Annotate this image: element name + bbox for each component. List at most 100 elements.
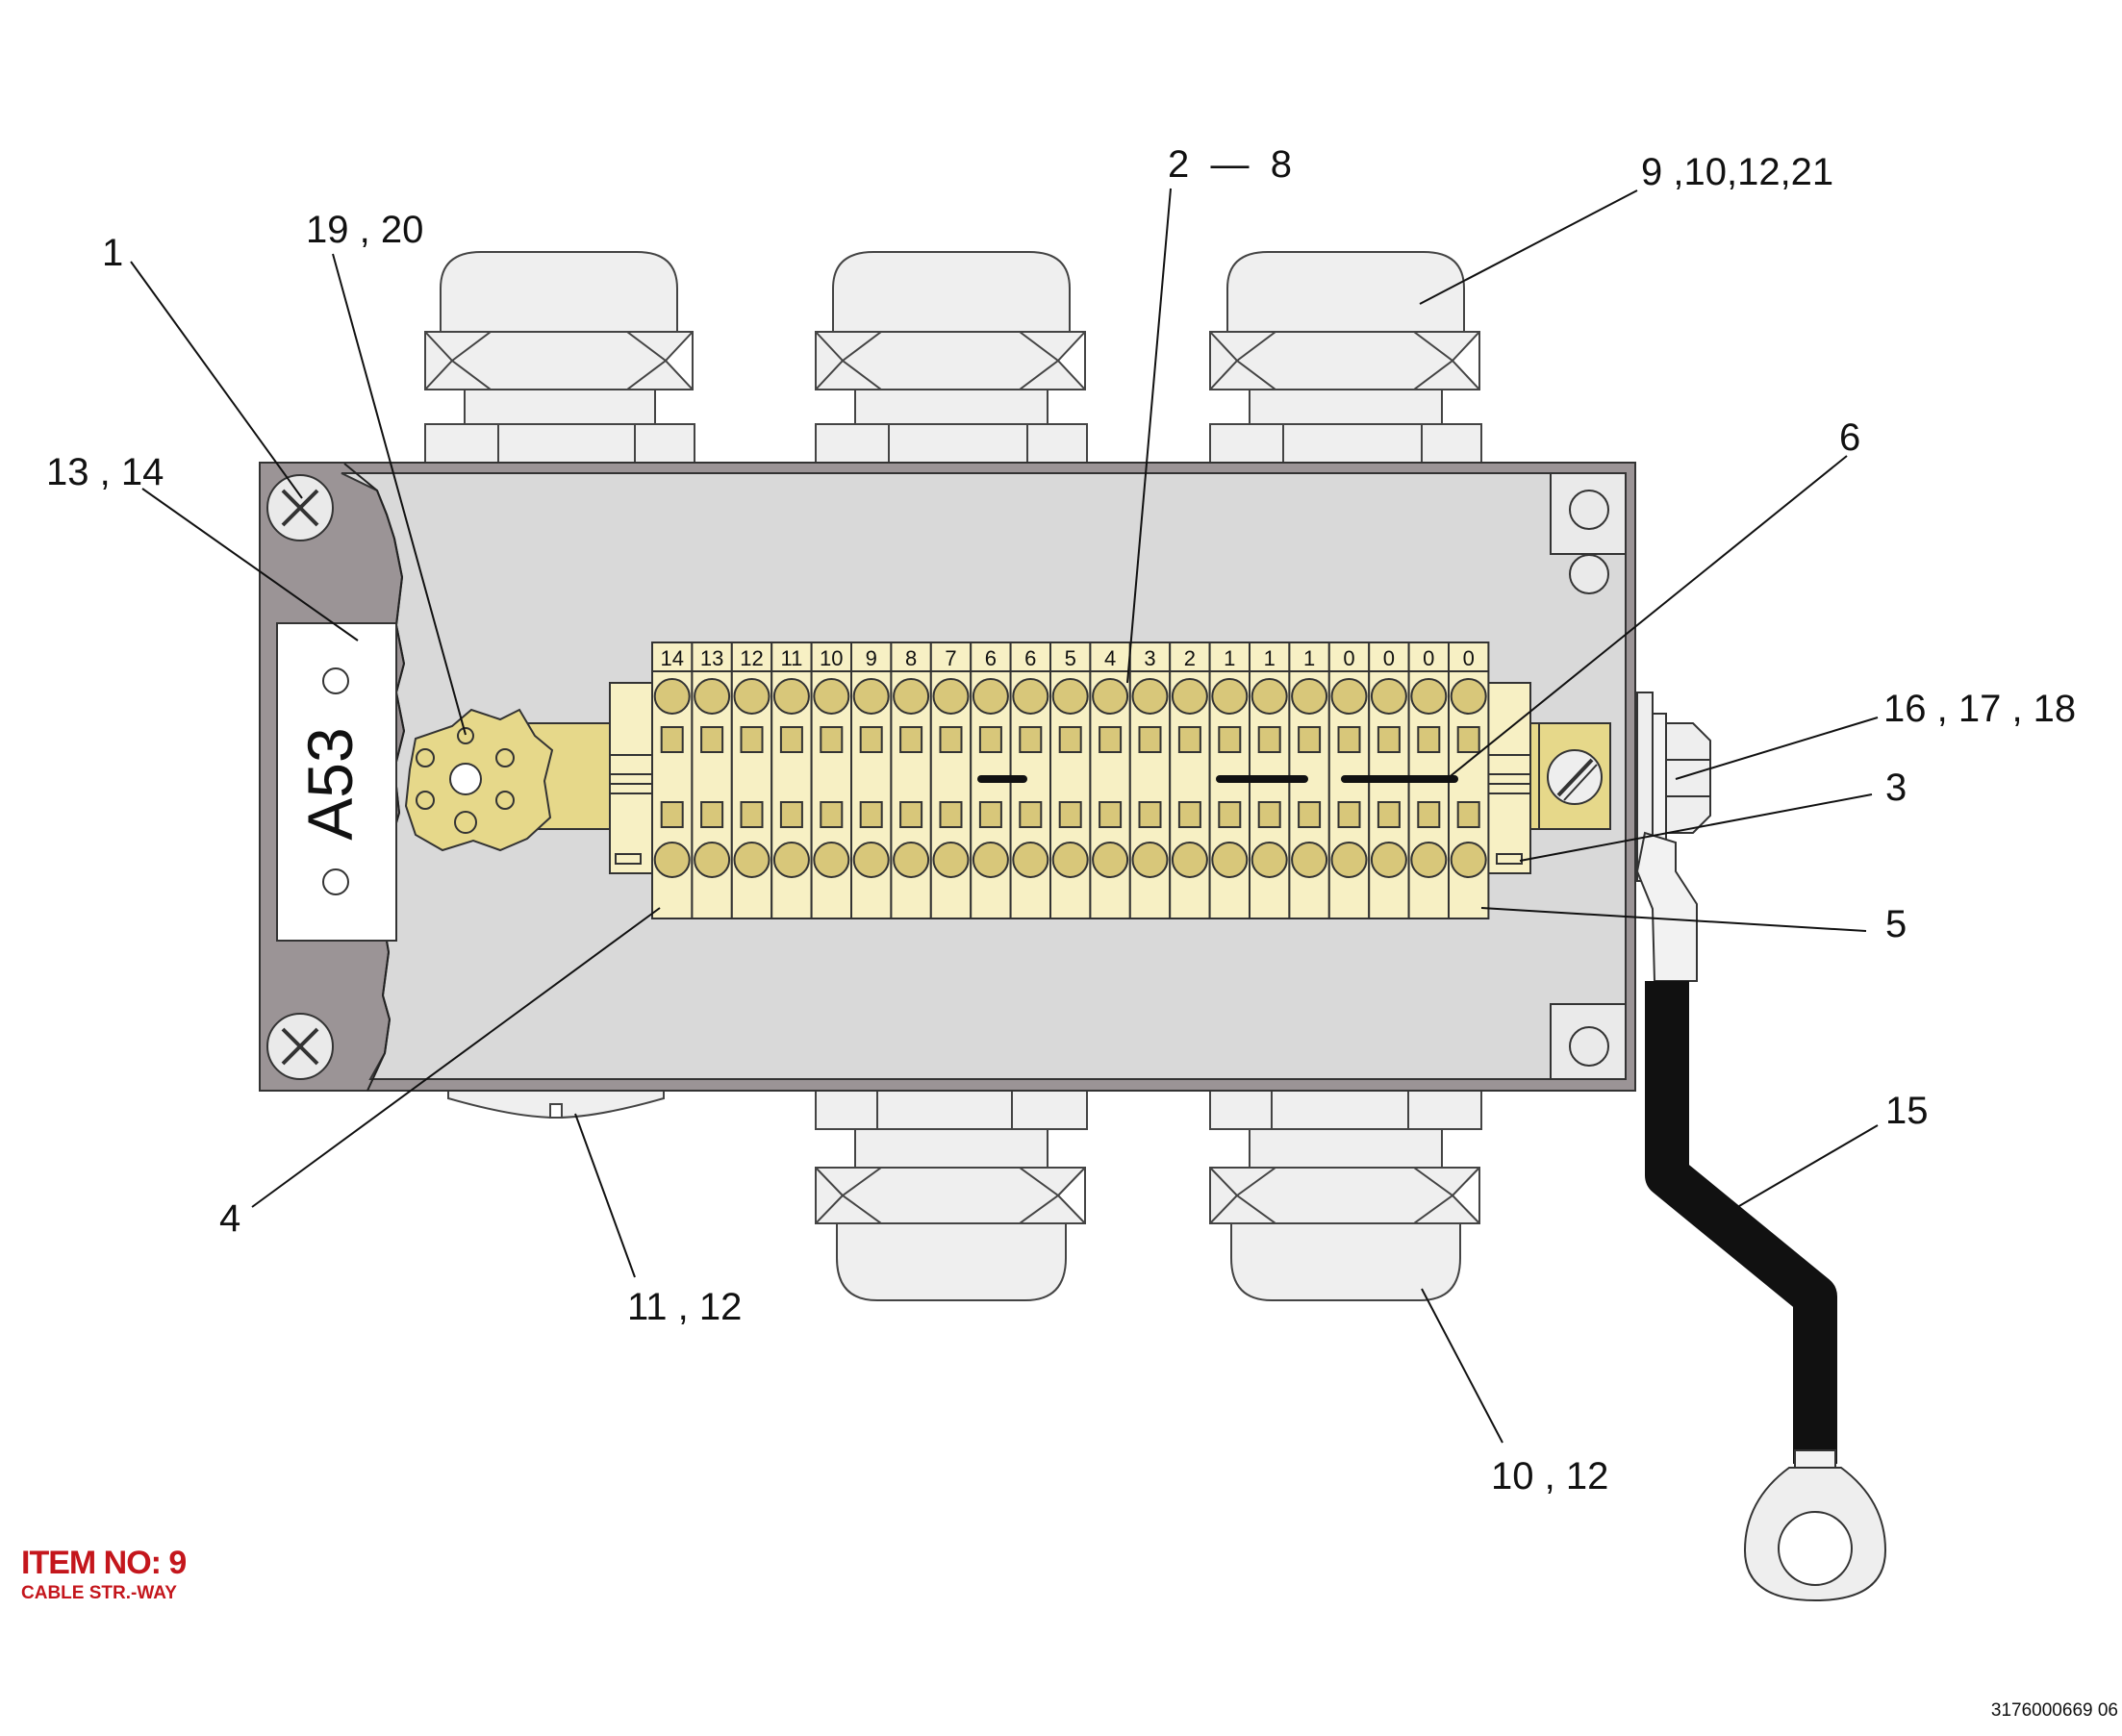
callout-10-12: 10 , 12 — [1491, 1455, 1608, 1497]
terminal-clamp — [1377, 801, 1401, 828]
callout-labels: 1 19 , 20 2 — 8 9 ,10,12,21 13 , 14 6 16… — [46, 143, 2076, 1497]
leader-3 — [1519, 793, 1873, 862]
terminal-screw — [1450, 678, 1487, 715]
cable-gland-bottom-2 — [1209, 1088, 1482, 1301]
terminal-clamp — [1417, 801, 1441, 828]
terminal-number: 0 — [1423, 646, 1434, 670]
terminal-clamp — [1298, 726, 1322, 753]
terminal-clamp — [1058, 726, 1082, 753]
terminal-screw — [1092, 842, 1129, 878]
terminal-screw — [1291, 678, 1328, 715]
item-description: CABLE STR.-WAY — [21, 1583, 177, 1603]
terminal-clamp — [1456, 801, 1480, 828]
terminal-screw — [1330, 678, 1368, 715]
terminal-screw — [932, 678, 970, 715]
earth-terminal — [404, 708, 554, 852]
terminal-clamp — [978, 726, 1002, 753]
corner-screw-top-left — [266, 474, 334, 541]
terminal-clamp — [779, 801, 803, 828]
terminal-number: 11 — [780, 646, 802, 670]
terminal-clamp — [899, 801, 923, 828]
terminal-screw — [1012, 842, 1049, 878]
mounting-hole-bottom-right — [1550, 1003, 1627, 1080]
terminal-screw — [852, 678, 890, 715]
document-number: 3176000669 06 — [1990, 1700, 2118, 1721]
terminal-clamp — [820, 726, 844, 753]
label-plate: A53 — [276, 622, 397, 942]
terminal-screw — [1291, 842, 1328, 878]
terminal-screw — [772, 678, 810, 715]
callout-1: 1 — [102, 232, 123, 274]
terminal-clamp — [1138, 801, 1162, 828]
callout-9-10-12-21: 9 ,10,12,21 — [1641, 151, 1833, 193]
terminal-clamp — [939, 726, 963, 753]
terminal-number: 1 — [1224, 646, 1235, 670]
callout-19-20: 19 , 20 — [306, 209, 423, 251]
terminal-clamp — [1177, 801, 1201, 828]
terminal-screw — [893, 842, 930, 878]
callout-15: 15 — [1885, 1090, 1929, 1132]
terminal-number: 0 — [1343, 646, 1354, 670]
terminal-number: 4 — [1104, 646, 1116, 670]
terminal-screw — [1410, 842, 1448, 878]
callout-5: 5 — [1885, 903, 1907, 945]
terminal-screw — [1450, 842, 1487, 878]
terminal-block: 8 — [890, 642, 932, 919]
terminal-screw — [932, 842, 970, 878]
terminal-clamp — [1298, 801, 1322, 828]
terminal-block: 10 — [810, 642, 852, 919]
terminal-screw — [772, 842, 810, 878]
terminal-screw — [1410, 678, 1448, 715]
terminal-screw — [733, 842, 770, 878]
terminal-screw — [1171, 678, 1208, 715]
terminal-screw — [1211, 678, 1249, 715]
terminal-clamp — [1058, 801, 1082, 828]
terminal-clamp — [978, 801, 1002, 828]
terminal-screw — [653, 842, 691, 878]
terminal-block: 4 — [1089, 642, 1131, 919]
terminal-clamp — [740, 801, 764, 828]
leader-9-10-12-21 — [1419, 189, 1638, 305]
terminal-clamp — [1417, 726, 1441, 753]
cable-gland-bottom-1 — [815, 1088, 1088, 1301]
terminal-number: 0 — [1383, 646, 1395, 670]
terminal-screw — [733, 678, 770, 715]
leader-15 — [1738, 1124, 1879, 1207]
terminal-block: 2 — [1169, 642, 1211, 919]
terminal-screw — [1131, 678, 1169, 715]
leader-2-8 — [1126, 188, 1172, 684]
terminal-screw — [813, 678, 850, 715]
terminal-clamp — [1456, 726, 1480, 753]
terminal-clamp — [859, 726, 883, 753]
terminal-screw — [813, 842, 850, 878]
terminal-block: 0 — [1448, 642, 1490, 919]
terminal-screw — [1370, 678, 1407, 715]
terminal-clamp — [1138, 726, 1162, 753]
terminal-clamp — [1377, 726, 1401, 753]
terminal-clamp — [1177, 726, 1201, 753]
leader-10-12 — [1421, 1288, 1503, 1444]
terminal-number: 7 — [945, 646, 956, 670]
leader-1 — [130, 261, 303, 499]
terminal-number: 0 — [1463, 646, 1475, 670]
terminal-screw — [1330, 842, 1368, 878]
earth-screw — [1547, 749, 1603, 805]
terminal-number: 2 — [1184, 646, 1196, 670]
leader-6 — [1446, 455, 1848, 780]
leader-4 — [251, 907, 661, 1208]
terminal-screw — [1131, 842, 1169, 878]
terminal-screw — [852, 842, 890, 878]
breather-plug — [447, 1088, 665, 1120]
terminal-screw — [1250, 842, 1288, 878]
cable-gland-top-1 — [424, 251, 695, 464]
terminal-number: 3 — [1144, 646, 1155, 670]
terminal-clamp — [1099, 801, 1123, 828]
terminal-clamp — [1337, 801, 1361, 828]
terminal-number: 6 — [1024, 646, 1036, 670]
cable-gland-top-2 — [815, 251, 1088, 464]
tag-label: A53 — [294, 727, 366, 840]
terminal-screw — [893, 678, 930, 715]
terminal-block: 12 — [730, 642, 773, 919]
terminal-number: 1 — [1264, 646, 1276, 670]
terminal-clamp — [1337, 726, 1361, 753]
